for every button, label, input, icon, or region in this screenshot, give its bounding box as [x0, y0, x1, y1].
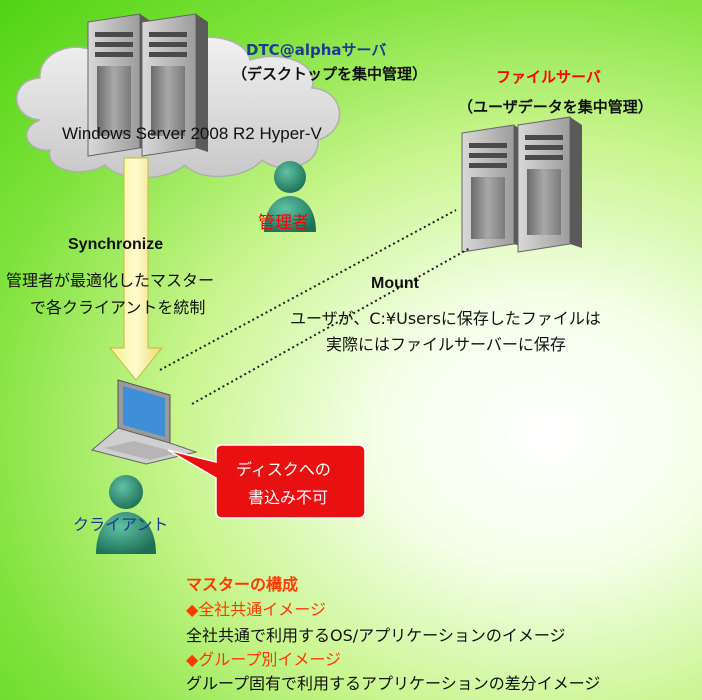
client-label: クライアント	[73, 515, 169, 534]
admin-label: 管理者	[258, 213, 309, 233]
master-item-1-name: ◆全社共通イメージ	[186, 600, 326, 619]
sync-desc-line1: 管理者が最適化したマスター	[6, 271, 215, 290]
dtc-server-icon	[87, 13, 208, 157]
callout-text-line1: ディスクへの	[236, 460, 331, 479]
mount-line-upper	[159, 209, 457, 371]
mount-desc-line2: 実際にはファイルサーバーに保存	[326, 335, 566, 354]
file-server-name: ファイルサーバ	[496, 68, 601, 86]
master-item-1-desc: 全社共通で利用するOS/アプリケーションのイメージ	[186, 626, 566, 645]
master-item-2-desc: グループ固有で利用するアプリケーションの差分イメージ	[186, 674, 601, 693]
client-person-icon	[96, 475, 156, 554]
dtc-server-name: DTC@alphaサーバ	[246, 41, 387, 59]
dtc-server-platform: Windows Server 2008 R2 Hyper-V	[62, 124, 322, 143]
callout-bubble	[167, 444, 366, 519]
master-item-2-name: ◆グループ別イメージ	[186, 650, 342, 669]
dtc-server-role: （デスクトップを集中管理）	[232, 65, 428, 83]
file-server-icon	[461, 116, 582, 253]
mount-title: Mount	[371, 275, 419, 292]
master-title: マスターの構成	[186, 575, 299, 594]
file-server-role: （ユーザデータを集中管理）	[458, 98, 653, 116]
sync-title: Synchronize	[68, 236, 164, 253]
sync-desc-line2: で各クライアントを統制	[30, 298, 206, 317]
laptop-icon	[90, 379, 198, 465]
sync-arrow	[108, 157, 164, 381]
admin-person-icon	[264, 161, 316, 232]
mount-desc-line1: ユーザが、C:¥Usersに保存したファイルは	[290, 309, 601, 328]
callout-text-line2: 書込み不可	[248, 488, 329, 507]
mount-line-lower	[191, 247, 471, 405]
